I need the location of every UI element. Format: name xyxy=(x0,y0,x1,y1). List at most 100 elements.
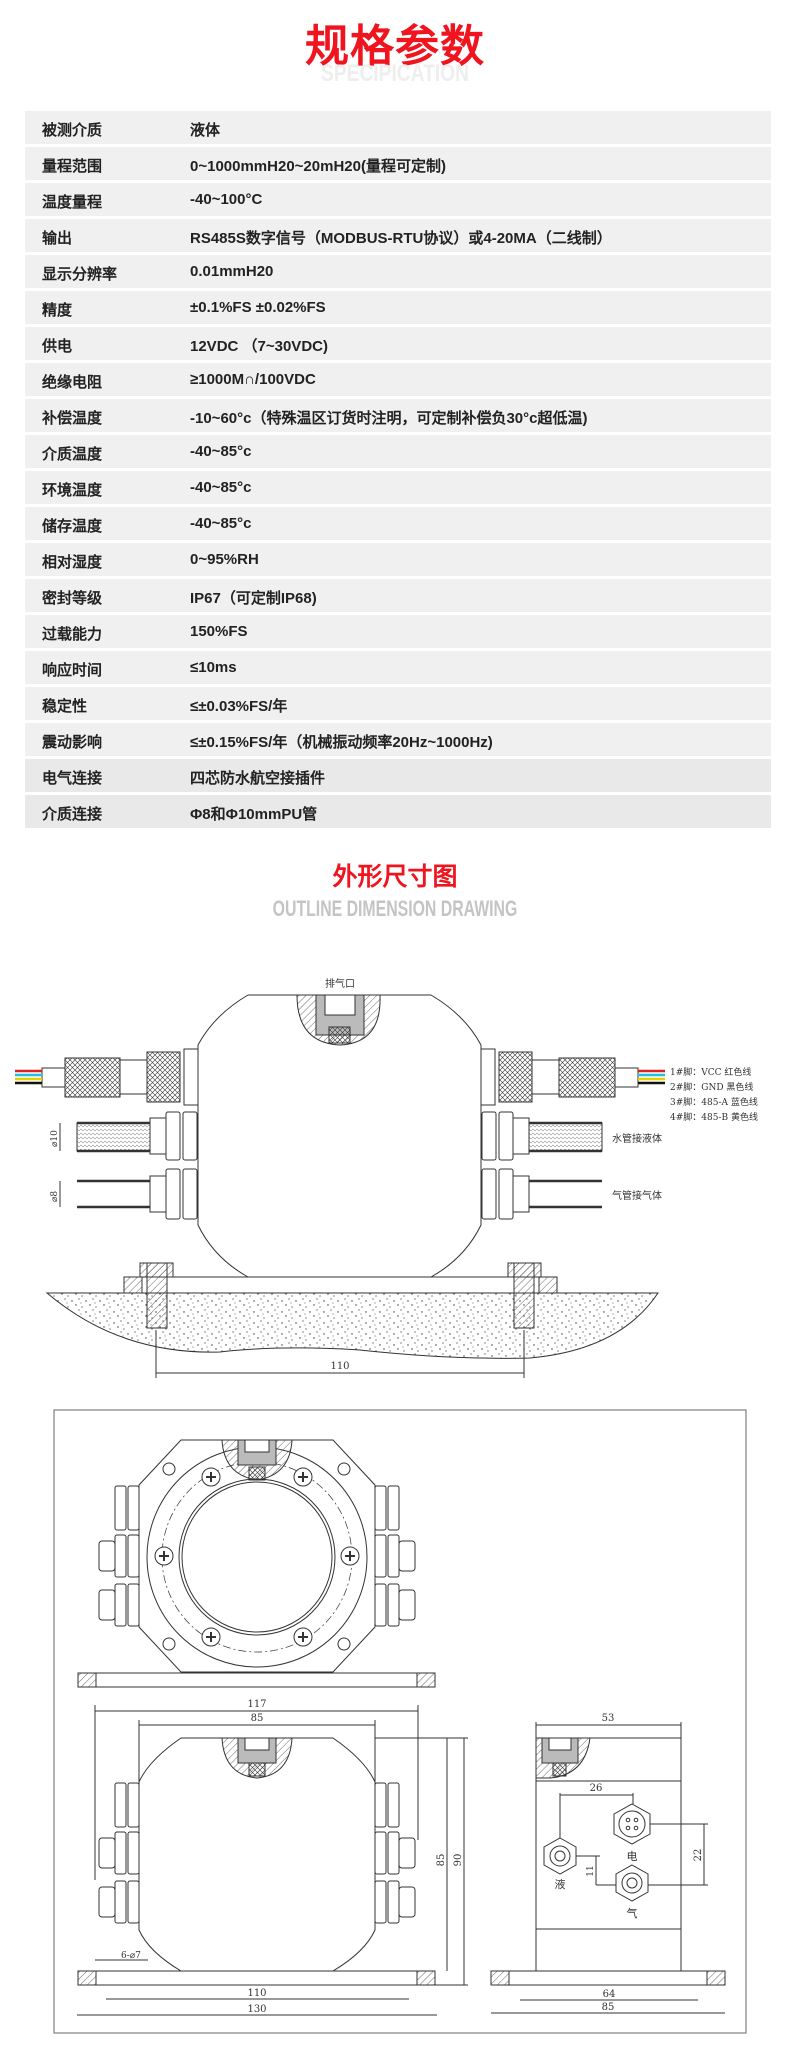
gland-cap xyxy=(398,1837,416,1869)
port-label-liquid: 液 xyxy=(555,1877,566,1891)
gland-nut xyxy=(114,1831,127,1875)
gland-nut xyxy=(127,1534,140,1578)
anchor-bolt-left xyxy=(139,1262,174,1329)
gland-cap xyxy=(98,1886,116,1918)
spec-row: 响应时间≤10ms xyxy=(25,651,771,684)
dim-26: 26 xyxy=(590,1783,603,1794)
spec-label: 环境温度 xyxy=(42,482,103,499)
spec-value: ≤±0.15%FS/年（机械振动频率20Hz~1000Hz) xyxy=(190,734,493,751)
spec-value: IP67（可定制IP68) xyxy=(190,590,317,607)
gas-fitting-right xyxy=(481,1168,602,1220)
gland-nut xyxy=(127,1831,140,1875)
front-view xyxy=(77,1439,436,1688)
mounting-plate xyxy=(123,1276,558,1294)
spec-row: 绝缘电阻 ≥1000M∩/100VDC xyxy=(25,363,771,396)
spec-row: 温度量程 -40~100°C xyxy=(25,183,771,216)
gland-nut xyxy=(374,1831,387,1875)
gas-port xyxy=(615,1864,649,1902)
pin-1: 1#脚：VCC 红色线 xyxy=(670,1066,751,1078)
spec-value: 0~95%RH xyxy=(190,551,259,568)
screw-slot-icon xyxy=(159,1551,169,1561)
spec-label: 电气连接 xyxy=(42,770,103,787)
pin-legend: 1#脚：VCC 红色线 2#脚：GND 黑色线 3#脚：485-A 蓝色线 4#… xyxy=(670,1066,758,1123)
screw-slot-icon xyxy=(206,1472,216,1482)
side-view xyxy=(77,1737,436,1986)
pin-3: 3#脚：485-A 蓝色线 xyxy=(670,1096,758,1108)
drawing-frame xyxy=(53,1409,747,2034)
spec-label: 介质连接 xyxy=(42,806,103,823)
spec-label: 温度量程 xyxy=(42,194,103,211)
dim-64: 64 xyxy=(603,1989,616,2000)
gland-nut xyxy=(387,1485,400,1531)
spec-label: 相对湿度 xyxy=(42,554,103,571)
gland-nut xyxy=(114,1880,127,1924)
spec-label: 精度 xyxy=(42,302,73,319)
spec-value: 四芯防水航空接插件 xyxy=(190,770,326,787)
spec-row: 精度 ±0.1%FS ±0.02%FS xyxy=(25,291,771,324)
spec-value: 0.01mmH20 xyxy=(190,263,274,280)
liquid-pipe-label: 水管接液体 xyxy=(612,1132,662,1145)
gland-cap xyxy=(398,1540,416,1572)
spec-value: Φ8和Φ10mmPU管 xyxy=(190,806,318,823)
dia8-label: ⌀8 xyxy=(50,1191,60,1202)
page-subtitle: SPECIPICATION xyxy=(321,60,469,87)
dim-110-install: 110 xyxy=(330,1361,349,1372)
anchor-bolt-right xyxy=(507,1262,542,1329)
spec-label: 供电 xyxy=(42,338,73,355)
screw-slot-icon xyxy=(345,1551,355,1561)
spec-value: 150%FS xyxy=(190,623,248,640)
spec-value: ≥1000M∩/100VDC xyxy=(190,371,316,388)
gas-pipe-label: 气管接气体 xyxy=(612,1189,662,1202)
spec-value: -40~85°c xyxy=(190,515,252,532)
flange-screws xyxy=(154,1462,360,1651)
end-view xyxy=(490,1737,726,1986)
liquid-fitting-right xyxy=(481,1111,603,1161)
gland-nut xyxy=(374,1880,387,1924)
dim-holes: 6-⌀7 xyxy=(121,1951,141,1961)
gland-cap xyxy=(398,1886,416,1918)
liquid-fitting-left xyxy=(76,1111,198,1161)
spec-label: 显示分辨率 xyxy=(42,266,118,283)
spec-row: 介质温度-40~85°c xyxy=(25,435,771,468)
spec-row: 显示分辨率 0.01mmH20 xyxy=(25,255,771,288)
gland-cap xyxy=(98,1540,116,1572)
spec-row: 相对湿度 0~95%RH xyxy=(25,543,771,576)
spec-label: 介质温度 xyxy=(42,446,103,463)
mount-hole xyxy=(337,1462,351,1476)
spec-row: 震动影响≤±0.15%FS/年（机械振动频率20Hz~1000Hz) xyxy=(25,723,771,756)
gland-nut xyxy=(127,1583,140,1627)
dim-11: 11 xyxy=(586,1865,596,1876)
spec-row: 供电 12VDC （7~30VDC) xyxy=(25,327,771,360)
ground xyxy=(45,1292,659,1359)
liquid-port xyxy=(543,1837,577,1875)
spec-value: -10~60°c（特殊温区订货时注明，可定制补偿负30°c超低温) xyxy=(190,410,588,427)
spec-value: 液体 xyxy=(190,122,221,139)
screw-slot-icon xyxy=(206,1632,216,1642)
gland-cap xyxy=(398,1589,416,1621)
dia10-label: ⌀10 xyxy=(50,1130,60,1147)
spec-row: 补偿温度-10~60°c（特殊温区订货时注明，可定制补偿负30°c超低温) xyxy=(25,399,771,432)
port-label-gas: 气 xyxy=(627,1906,638,1920)
spec-value: -40~100°C xyxy=(190,191,263,208)
page-title: 规格参数 xyxy=(305,22,485,71)
gas-fitting-left xyxy=(77,1168,198,1220)
spec-row: 稳定性≤±0.03%FS/年 xyxy=(25,687,771,720)
mount-hole xyxy=(162,1637,176,1651)
screw-slot-icon xyxy=(298,1632,308,1642)
gland-nut xyxy=(387,1583,400,1627)
gland-nut xyxy=(127,1782,140,1828)
spec-value: ±0.1%FS ±0.02%FS xyxy=(190,299,326,316)
spec-row: 介质连接 Φ8和Φ10mmPU管 xyxy=(25,795,771,828)
spec-value: 12VDC （7~30VDC) xyxy=(190,338,328,355)
spec-label: 绝缘电阻 xyxy=(42,374,103,391)
gland-nut xyxy=(114,1485,127,1531)
drawing-subtitle: OUTLINE DIMENSION DRAWING xyxy=(272,896,518,921)
spec-label: 量程范围 xyxy=(42,158,103,175)
gland-nut xyxy=(127,1485,140,1531)
pin-4: 4#脚：485-B 黄色线 xyxy=(670,1111,758,1123)
